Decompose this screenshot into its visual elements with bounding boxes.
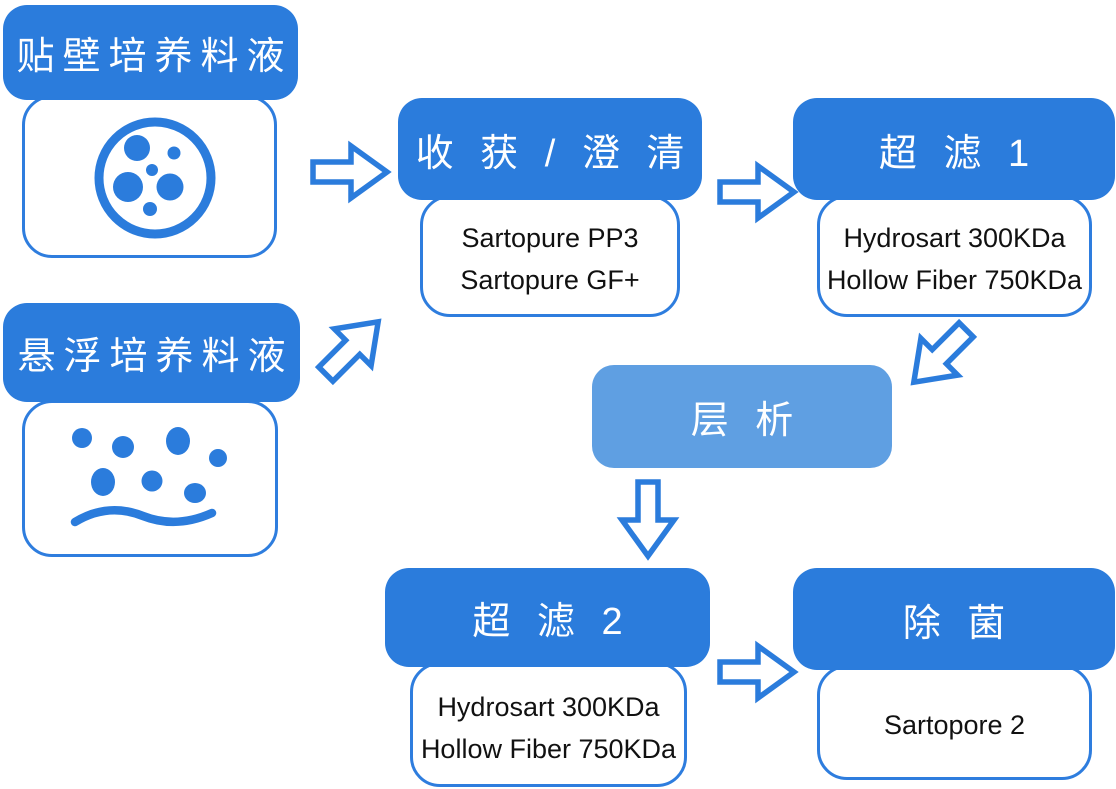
arrow-uf1-to-chromatography-icon (910, 318, 978, 386)
arrow-chromatography-to-uf2-icon (616, 479, 680, 561)
arrow-uf2-to-sterile-icon (717, 640, 799, 704)
node-sterile-filtration-body: Sartopore 2 (817, 665, 1092, 780)
uf1-filter-line: Hydrosart 300KDa (843, 223, 1066, 253)
node-adherent-feed-title: 贴壁培养料液 (3, 5, 298, 100)
node-chromatography-title: 层 析 (592, 365, 892, 468)
node-suspension-feed-title: 悬浮培养料液 (3, 303, 300, 402)
uf1-filter-line: Hollow Fiber 750KDa (826, 265, 1083, 295)
node-harvest-title: 收 获 / 澄 清 (398, 98, 702, 200)
node-ultrafiltration2-body: Hydrosart 300KDa Hollow Fiber 750KDa (410, 662, 687, 787)
node-ultrafiltration1-body: Hydrosart 300KDa Hollow Fiber 750KDa (817, 195, 1092, 317)
suspended-cells-wave-icon (70, 427, 227, 527)
node-ultrafiltration2-title: 超 滤 2 (385, 568, 710, 667)
sterile-filter-line: Sartopore 2 (883, 709, 1026, 740)
uf2-filter-line: Hollow Fiber 750KDa (420, 733, 677, 764)
arrow-harvest-to-uf1-icon (717, 160, 799, 224)
harvest-filter-line: Sartopure GF+ (460, 265, 640, 295)
petri-dish-cells-icon (94, 117, 216, 239)
node-harvest-body: Sartopure PP3 Sartopure GF+ (420, 195, 680, 317)
harvest-filter-line: Sartopure PP3 (461, 223, 639, 253)
arrow-adherent-to-harvest-icon (310, 140, 392, 204)
uf2-filter-line: Hydrosart 300KDa (437, 691, 660, 722)
node-ultrafiltration1-title: 超 滤 1 (793, 98, 1115, 200)
node-sterile-filtration-title: 除 菌 (793, 568, 1115, 670)
arrow-suspension-to-harvest-icon (314, 318, 382, 386)
